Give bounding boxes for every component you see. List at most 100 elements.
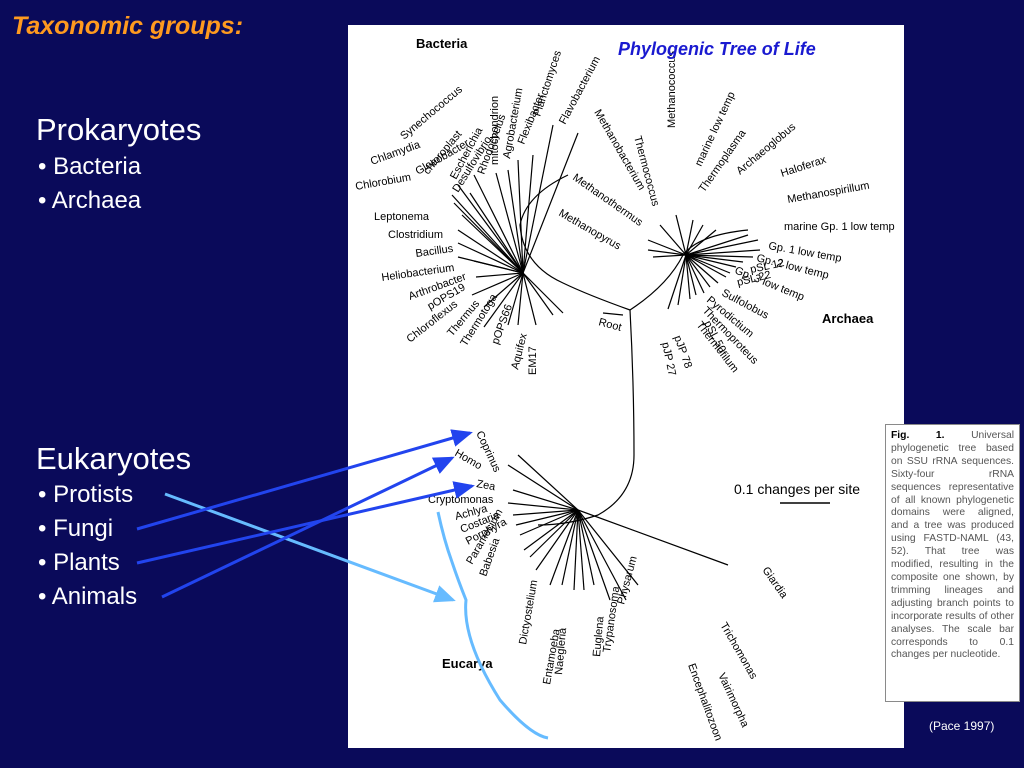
branch-physarum	[577, 509, 595, 586]
taxon-methanococcus: Methanococcus	[666, 50, 678, 128]
taxon-homo: Homo	[453, 447, 484, 472]
branch-pops19	[483, 272, 524, 308]
taxon-pops66: pOPS66	[490, 303, 516, 346]
branch-archaeoglobus	[685, 229, 717, 256]
branch-escherichia	[473, 174, 524, 274]
branch-heliobacterium	[475, 272, 524, 278]
branch-aquifex	[522, 272, 554, 316]
branch-pjp-78	[677, 254, 687, 306]
list-item-plants: • Plants	[38, 549, 120, 576]
branch-pyrodictium	[685, 254, 711, 288]
branch-haloferax	[685, 234, 749, 256]
branch-methanopyrus	[652, 254, 687, 258]
branch-psl-12	[685, 254, 737, 268]
caption-text: Universal phylogenetic tree based on SSU…	[891, 430, 1014, 661]
branch-methanothermus	[647, 249, 687, 256]
prokaryotes-list: • Bacteria • Archaea	[38, 150, 141, 218]
branch-chloroflexus	[483, 272, 524, 328]
branch-entamoeba	[549, 509, 579, 586]
branch-encephalitozoon	[577, 509, 611, 601]
branch-gp-1-low-temp	[685, 254, 754, 258]
taxon-haloferax: Haloferax	[779, 154, 828, 180]
figure-caption: Fig. 1. Universal phylogenetic tree base…	[885, 424, 1020, 702]
branch-gp-3-low-temp	[685, 254, 727, 278]
branch-sulfolobus	[685, 254, 719, 284]
domain-label-bacteria: Bacteria	[416, 36, 468, 51]
taxon-bacillus: Bacillus	[415, 243, 455, 260]
taxon-zea: Zea	[475, 478, 497, 493]
branch-chlamydia	[453, 202, 524, 274]
list-item-animals: • Animals	[38, 583, 138, 610]
taxon-physarum: Physarum	[615, 555, 639, 606]
branch-agrobacterium	[517, 159, 524, 274]
taxon-em17: EM17	[527, 346, 539, 375]
branch-thermococcus	[659, 224, 687, 256]
branch-psl-22	[685, 254, 731, 274]
branch-thermus	[507, 272, 524, 326]
branch-chlorobium	[457, 229, 524, 274]
tree-title: Phylogenic Tree of Life	[618, 39, 816, 59]
branch-homo	[507, 464, 579, 511]
eukaryotes-list: • Protists • Fungi • Plants • Animals	[38, 478, 137, 614]
branch-flavobacterium	[522, 132, 579, 274]
taxon-naegleria: Naegleria	[553, 626, 569, 675]
branch-em17	[522, 272, 564, 314]
taxon-clostridium: Clostridium	[388, 229, 443, 241]
prokaryotes-heading: Prokaryotes	[36, 112, 202, 147]
branch-giardia	[577, 509, 729, 566]
taxon-vairimorpha: Vairimorpha	[715, 671, 751, 730]
root-tick	[602, 312, 624, 316]
branch-rhodocyclus	[495, 172, 524, 274]
taxon-dictyostelium: Dictyostelium	[517, 579, 540, 645]
taxon-marine-gp-1-low-temp: marine Gp. 1 low temp	[784, 221, 895, 233]
branch-marine-low-temp	[685, 219, 694, 256]
slide-title: Taxonomic groups:	[12, 12, 244, 40]
branch-chloroplast	[457, 184, 524, 274]
taxon-leptonema: Leptonema	[374, 211, 430, 223]
branch-thermoplasma	[685, 224, 704, 256]
taxon-euglena: Euglena	[591, 615, 607, 657]
branch-methanococcus	[675, 214, 687, 256]
branch-gp-2-low-temp	[685, 254, 744, 263]
taxon-mitochondrion: mitochondrion	[489, 96, 501, 165]
taxon-giardia: Giardia	[760, 565, 791, 602]
list-item-archaea: • Archaea	[38, 187, 142, 214]
branch-leptonema	[457, 242, 524, 274]
branch-desulfovibrio	[469, 192, 524, 274]
domain-label-eucarya: Eucarya	[442, 656, 493, 671]
tree-backbone	[537, 309, 635, 526]
branch-psl-50	[685, 254, 691, 300]
bacteria-backbone	[519, 174, 631, 311]
branch-methanospirillum	[685, 239, 759, 256]
branch-naegleria	[561, 509, 579, 586]
eukaryotes-heading: Eukaryotes	[36, 441, 192, 476]
domain-label-archaea: Archaea	[822, 311, 874, 326]
taxon-chlorobium: Chlorobium	[354, 171, 411, 193]
branch-coprinus	[517, 454, 579, 511]
branch-marine-gp-1-low-temp	[685, 249, 761, 256]
branch-trichomonas	[577, 509, 639, 586]
branch-euglena	[573, 509, 579, 591]
branch-flexibacter	[522, 154, 534, 274]
branch-trypanosoma	[577, 509, 585, 591]
branch-arthrobacter	[471, 272, 524, 296]
scale-bar-label: 0.1 changes per site	[734, 481, 860, 497]
list-item-fungi: • Fungi	[38, 515, 114, 542]
list-item-bacteria: • Bacteria	[38, 153, 142, 180]
branch-babesia	[529, 509, 579, 558]
branch-zea	[512, 489, 579, 511]
branch-methanobacterium	[647, 239, 687, 256]
taxon-methanopyrus: Methanopyrus	[557, 207, 624, 252]
branch-planctomyces	[522, 124, 554, 274]
branch-thermofilum	[685, 254, 697, 296]
branch-vairimorpha	[577, 509, 627, 601]
branch-thermoproteus	[685, 254, 705, 294]
phylogenetic-tree: FlavobacteriumPlanctomycesFlexibacterAgr…	[354, 36, 895, 742]
branch-cryptomonas	[507, 502, 579, 511]
branch-bacillus	[473, 260, 524, 274]
taxon-chlamydia: Chlamydia	[369, 138, 423, 167]
root-label: Root	[597, 316, 623, 334]
branch-synechococcus	[451, 194, 524, 274]
caption-fig-label: Fig. 1.	[891, 430, 945, 441]
